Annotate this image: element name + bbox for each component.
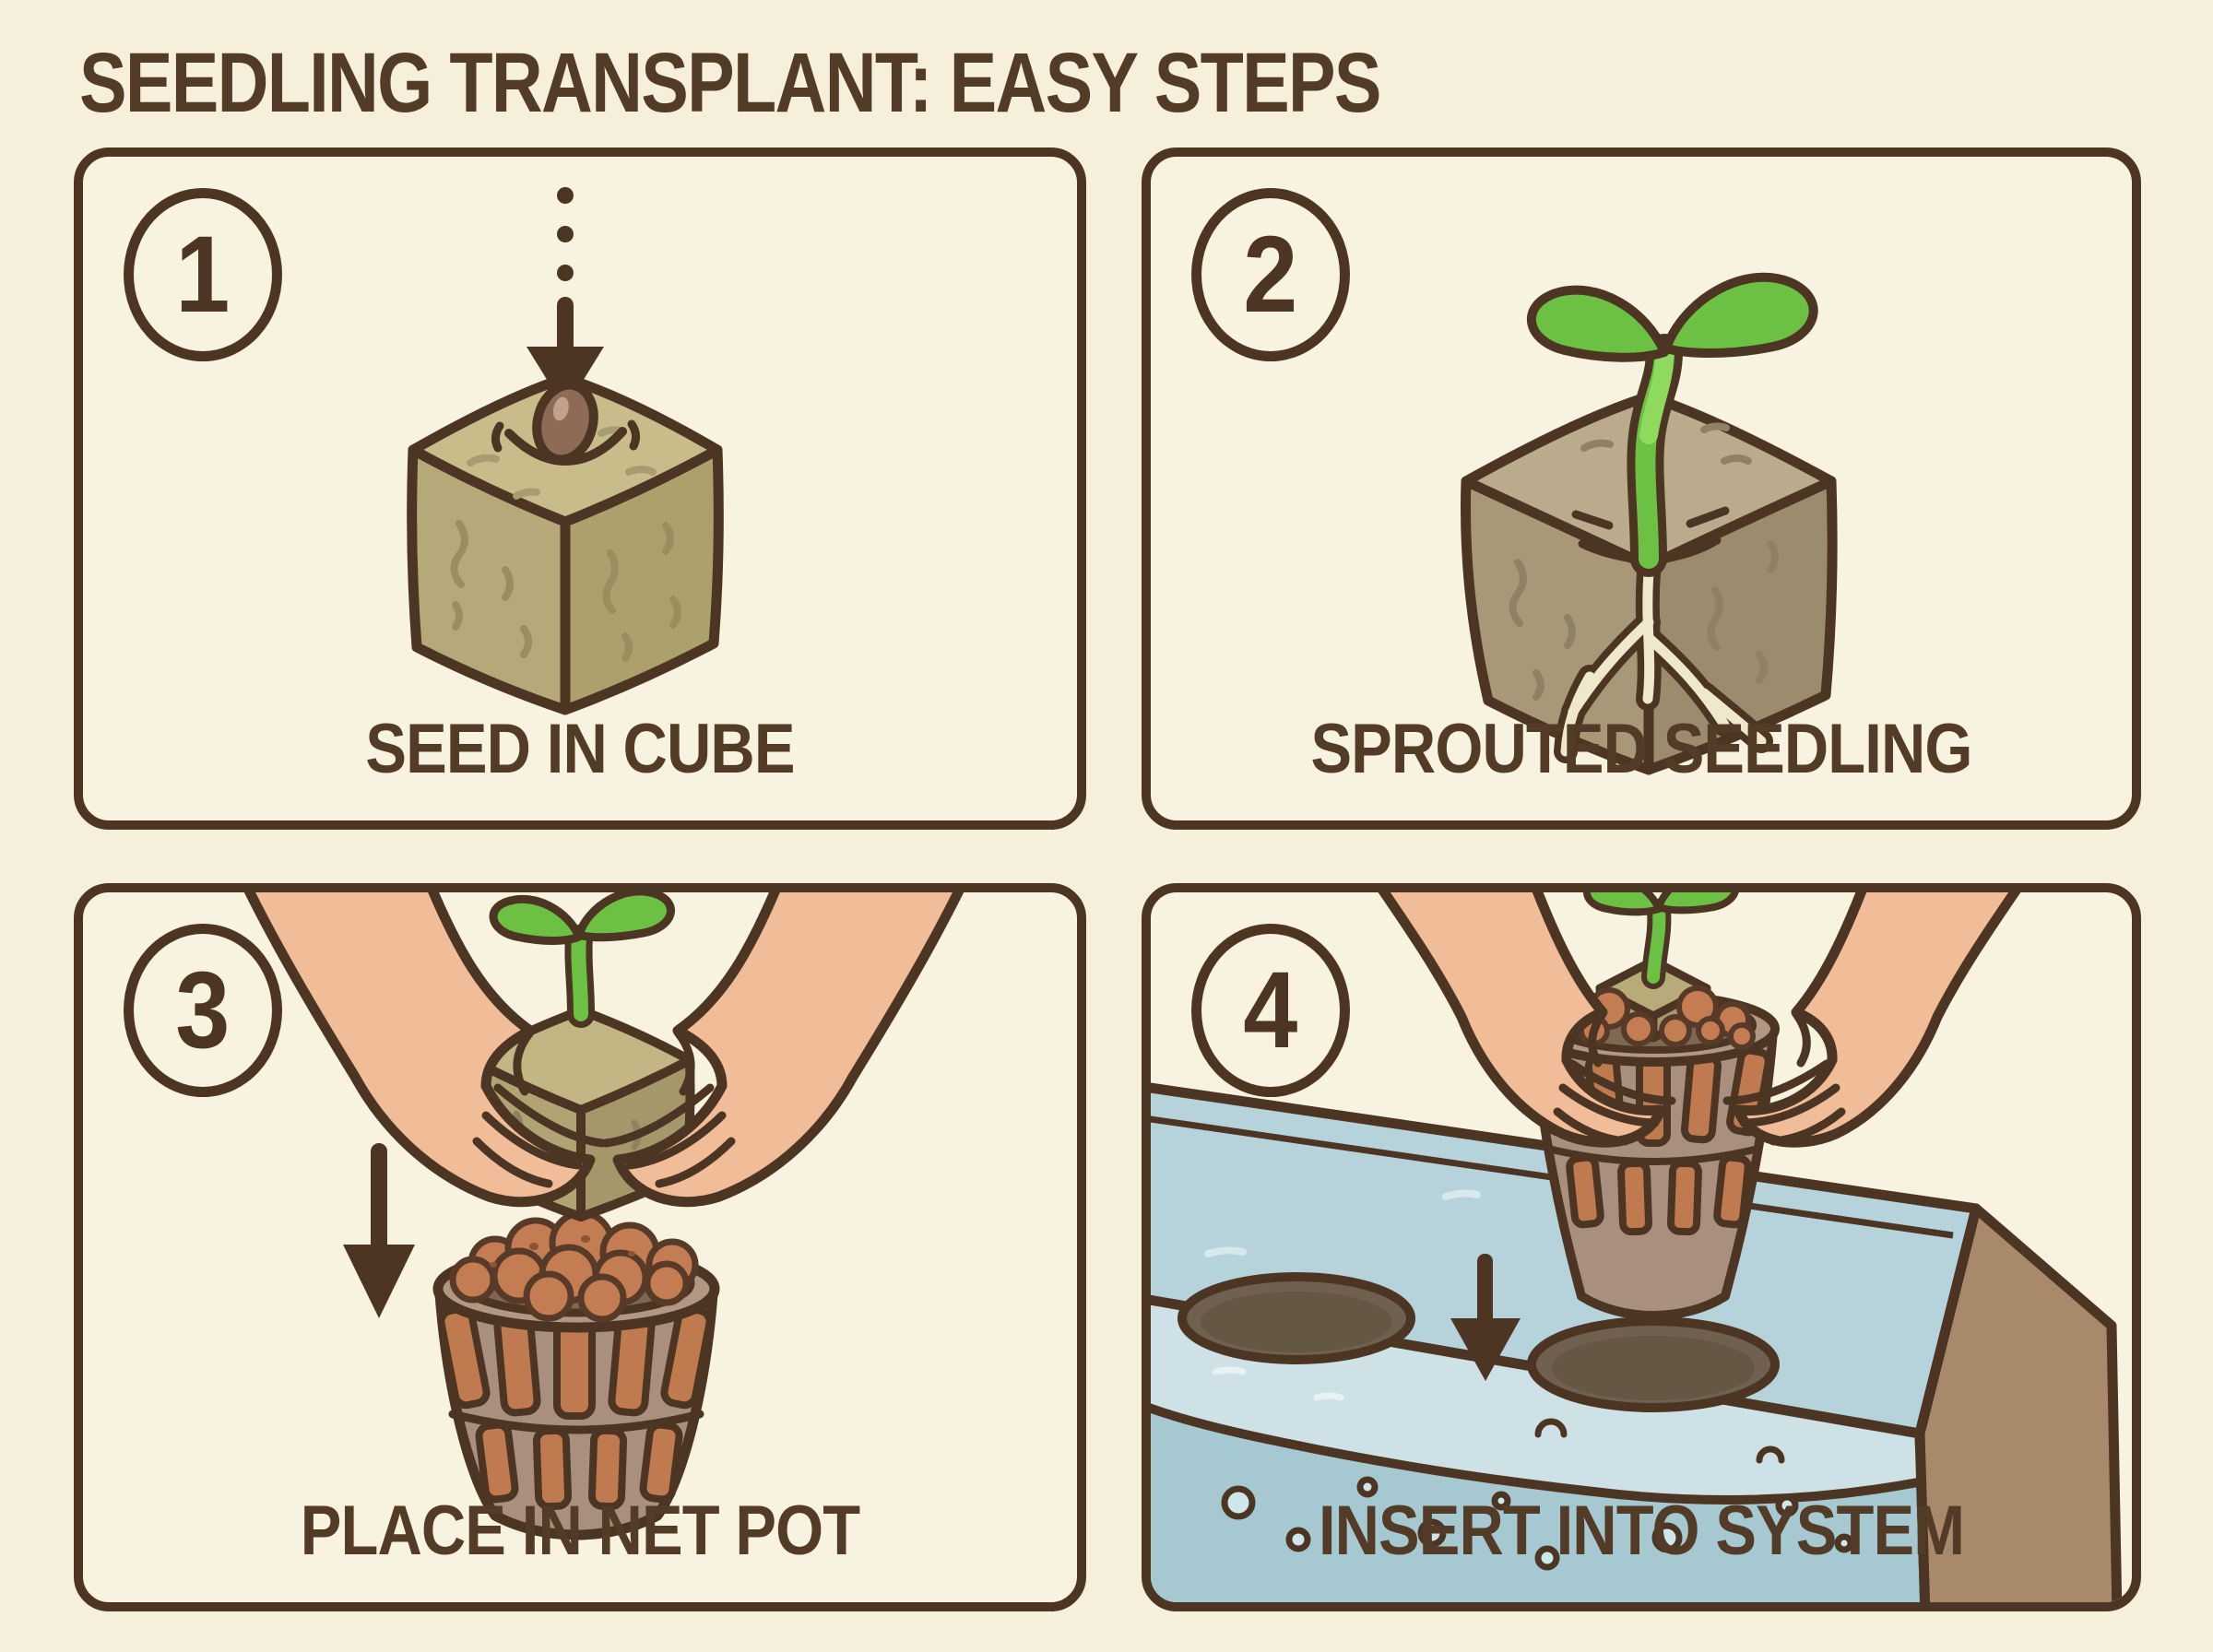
step-3-panel: 3 PLACE IN NET POT: [74, 883, 1086, 1611]
step-number-badge: 2: [1191, 188, 1350, 361]
clay-pebbles: [449, 1210, 699, 1323]
step-number-badge: 3: [124, 924, 282, 1097]
left-hand: [243, 892, 607, 1208]
seed-in-cube-illustration: [407, 187, 724, 715]
step-caption: SPROUTED SEEDLING: [1310, 710, 1972, 788]
step-caption: SEED IN CUBE: [365, 710, 795, 788]
step-caption: INSERT INTO SYSTEM: [1318, 1492, 1965, 1570]
reservoir-side: [1914, 1203, 2123, 1602]
right-hand: [601, 892, 964, 1208]
step-number: 4: [1243, 950, 1298, 1071]
roots-icon: [1554, 561, 1773, 763]
hands: [243, 892, 964, 1208]
down-arrow-icon: [1450, 1254, 1521, 1381]
bubbles: [1221, 1476, 1854, 1571]
step-caption: PLACE IN NET POT: [300, 1492, 860, 1570]
down-arrow-icon: [343, 1143, 415, 1318]
step-number: 2: [1243, 214, 1298, 336]
step-2-panel: 2 SPROUTED SEEDLING: [1142, 148, 2141, 830]
sprout-icon: [489, 892, 675, 1028]
pebble-speckles: [490, 1235, 635, 1268]
sprouted-seedling-illustration: [1461, 272, 1838, 775]
lid-hole-right: [1527, 1316, 1780, 1412]
step-4-panel: 4 INSERT INTO SYSTEM: [1142, 883, 2141, 1611]
sprout-icon: [1583, 892, 1739, 989]
hands: [1378, 892, 2021, 1148]
cube-texture: [450, 520, 681, 662]
right-hand: [1722, 892, 2021, 1148]
insert-into-system-illustration: [1151, 892, 2123, 1602]
sprout-icon: [1526, 272, 1818, 577]
step-number: 3: [175, 950, 231, 1071]
step-number-badge: 1: [124, 188, 282, 361]
seed-icon: [491, 380, 641, 466]
step-number-badge: 4: [1191, 924, 1350, 1097]
cube-texture: [1509, 422, 1779, 701]
page-title: SEEDLING TRANSPLANT: EASY STEPS: [79, 36, 1381, 130]
lid-hole-left: [1178, 1272, 1415, 1364]
step-number: 1: [175, 214, 231, 336]
place-in-net-pot-illustration: [243, 892, 964, 1540]
net-pot-icon: [432, 1210, 720, 1540]
step-1-panel: 1 SEED IN CUBE: [74, 148, 1086, 830]
left-hand: [1378, 892, 1676, 1148]
